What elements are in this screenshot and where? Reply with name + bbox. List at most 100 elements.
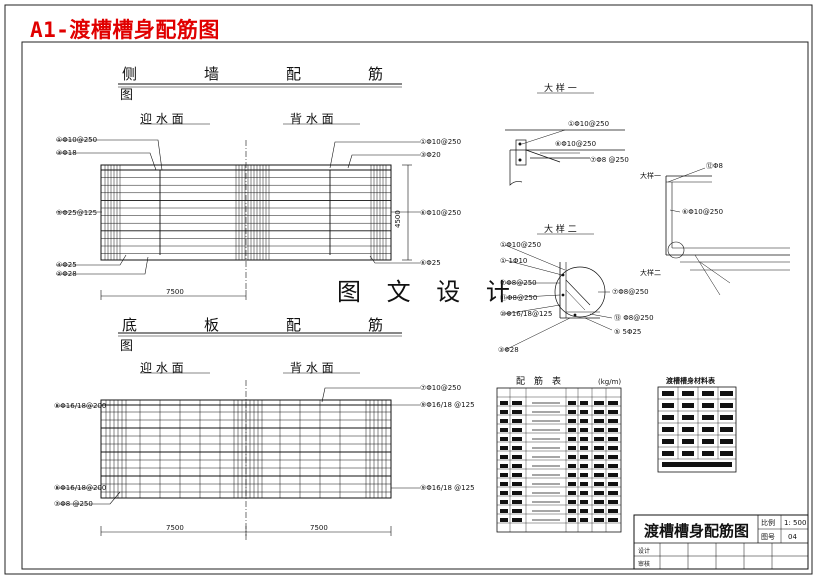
title-block-scale-label: 比例 (761, 518, 775, 527)
side-wall-downstream: 背 水 面 (290, 112, 334, 126)
bottom-slab-drawing: 7500 7500 (56, 332, 420, 540)
rebar-table-cell-mark (568, 491, 576, 495)
rebar-table-cell-mark (500, 437, 508, 441)
sec-label-2: ⑥Φ10@250 (682, 208, 723, 216)
rebar-table-cell-mark (594, 410, 604, 414)
materials-table (657, 386, 737, 473)
rebar-table-cell-mark (608, 464, 618, 468)
d2-label-7: ⑤ 5Φ25 (614, 328, 641, 336)
rebar-table-cell-mark (580, 491, 588, 495)
rebar-table-cell-mark (500, 455, 508, 459)
materials-table-cell-mark (662, 415, 674, 420)
sec-label-3: 大样二 (640, 268, 661, 277)
sheet-border (4, 4, 813, 575)
title-block: 渡槽槽身配筋图 比例 1: 500 图号 04 设计 审核 (633, 514, 809, 570)
sw-right-label-1: ③Φ20 (420, 151, 441, 159)
rebar-table-cell-mark (580, 518, 588, 522)
bs-right-label-0: ⑦Φ10@250 (420, 384, 461, 392)
rebar-table-cell-mark (580, 419, 588, 423)
materials-table-cell-mark (682, 403, 694, 408)
materials-table-cell-mark (662, 427, 674, 432)
rebar-table-cell-mark (568, 518, 576, 522)
rebar-table-cell-mark (500, 500, 508, 504)
materials-table-cell-mark (662, 403, 674, 408)
materials-table-cell-mark (720, 391, 733, 396)
materials-table-cell-mark (720, 403, 733, 408)
title-block-sheet-label: 图号 (761, 533, 775, 541)
rebar-table-cell-mark (608, 401, 618, 405)
d2-label-0: ①Φ10@250 (500, 241, 541, 249)
rebar-table-cell-mark (608, 455, 618, 459)
rebar-table-cell-mark (580, 437, 588, 441)
detail-two-heading: 大 样 二 (544, 223, 577, 235)
rebar-table-cell-mark (594, 518, 604, 522)
rebar-table-cell-mark (500, 509, 508, 513)
bottom-slab-heading: 底 板 配 筋 (122, 316, 410, 334)
rebar-table-cell-mark (608, 446, 618, 450)
rebar-table-cell-mark (500, 482, 508, 486)
d2-label-6: ⑬ Φ8@250 (614, 314, 654, 322)
sw-left-label-1: ③Φ18 (56, 149, 77, 157)
rebar-table-cell-mark (594, 500, 604, 504)
bottom-slab-downstream: 背 水 面 (290, 361, 334, 375)
rebar-table-unit: (kg/m) (598, 378, 621, 386)
bottom-slab-labels-left: ⑧Φ16/18@200 ⑧Φ16/18@200 ⑦Φ8 @250 (54, 402, 106, 508)
d1-label-1: ⑥Φ10@250 (555, 140, 596, 148)
rebar-table-cell-mark (568, 446, 576, 450)
d2-label-1: ① 1Φ10 (500, 257, 527, 265)
side-wall-heading: 侧 墙 配 筋 (122, 65, 410, 83)
cross-section-labels: ⑫Φ8 大样一 ⑥Φ10@250 大样二 (640, 162, 723, 277)
rebar-table-cell-mark (608, 482, 618, 486)
materials-table-cell-mark (662, 439, 674, 444)
rebar-table-cell-mark (580, 482, 588, 486)
rebar-table-cell-mark (608, 491, 618, 495)
title-block-scale-value: 1: 500 (784, 519, 806, 527)
rebar-table-cell-mark (512, 473, 522, 477)
d2-label-2: ⑦Φ8@250 (500, 279, 537, 287)
rebar-table-cell-mark (500, 446, 508, 450)
rebar-table-cell-mark (500, 491, 508, 495)
rebar-table-cell-mark (512, 491, 522, 495)
sec-label-0: ⑫Φ8 (706, 162, 723, 170)
rebar-table-cell-mark (594, 446, 604, 450)
materials-table-cell-mark (702, 415, 714, 420)
materials-table-cell-mark (682, 427, 694, 432)
rebar-table-cell-mark (594, 509, 604, 513)
rebar-table-cell-mark (512, 518, 522, 522)
detail-one-drawing (505, 92, 625, 186)
rebar-table-cell-mark (580, 509, 588, 513)
detail-two-drawing (504, 233, 613, 351)
rebar-table-cell-mark (512, 464, 522, 468)
drawing-title: A1-渡槽槽身配筋图 (30, 18, 220, 42)
rebar-table-cell-mark (500, 473, 508, 477)
rebar-table-cell-mark (500, 518, 508, 522)
bs-left-label-0: ⑧Φ16/18@200 (54, 402, 106, 410)
rebar-table-cell-mark (512, 437, 522, 441)
sw-left-label-3: ④Φ25 (56, 261, 77, 269)
bottom-slab-dim-left: 7500 (166, 524, 184, 532)
rebar-table-cell-mark (594, 473, 604, 477)
rebar-table-cell-mark (568, 500, 576, 504)
title-block-drawing-title: 渡槽槽身配筋图 (644, 522, 749, 540)
rebar-table-cell-mark (512, 482, 522, 486)
d2-label-4: ⑩Φ16/18@125 (500, 310, 552, 318)
rebar-table-cell-mark (580, 410, 588, 414)
rebar-table-cell-mark (512, 401, 522, 405)
sw-left-label-4: ②Φ28 (56, 270, 77, 278)
materials-table-cell-mark (702, 451, 714, 456)
materials-table-heading: 渡槽槽身材料表 (666, 376, 716, 385)
bs-right-label-2: ⑨Φ16/18 @125 (420, 484, 475, 492)
drawing-frame (21, 41, 809, 570)
rebar-table-cell-mark (594, 491, 604, 495)
rebar-table-cell-mark (580, 473, 588, 477)
rebar-table-cell-mark (580, 500, 588, 504)
sec-label-1: 大样一 (640, 171, 661, 180)
sw-right-label-3: ⑥Φ25 (420, 259, 441, 267)
materials-table-cell-mark (682, 451, 694, 456)
rebar-table-cell-mark (568, 410, 576, 414)
side-wall-dim-height: 4500 (394, 210, 402, 228)
bs-right-label-1: ⑨Φ16/18 @125 (420, 401, 475, 409)
sw-left-label-0: ①Φ10@250 (56, 136, 97, 144)
d2-label-3: ⑪Φ8@250 (500, 294, 537, 302)
rebar-table-cell-mark (608, 428, 618, 432)
